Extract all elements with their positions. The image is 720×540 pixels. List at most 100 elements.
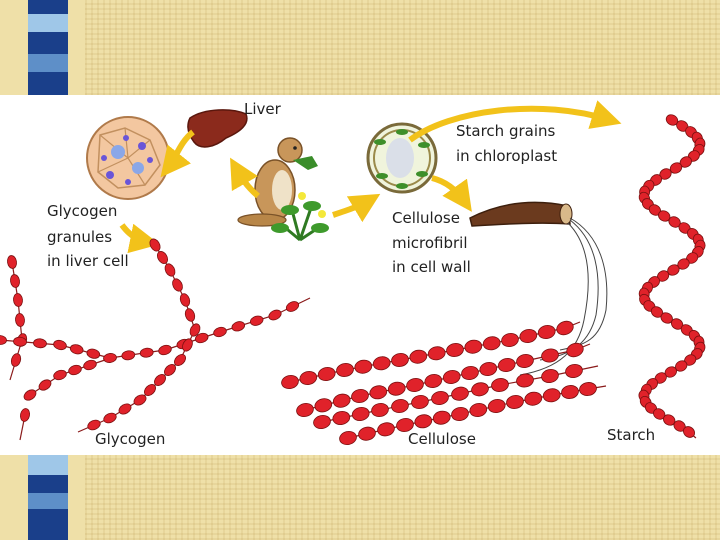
glucose-bead bbox=[409, 349, 428, 364]
glucose-bead bbox=[519, 328, 538, 344]
label-cellulose: Cellulose bbox=[408, 430, 476, 448]
glucose-bead bbox=[103, 412, 117, 424]
glucose-bead bbox=[53, 339, 67, 351]
glucose-bead bbox=[20, 408, 30, 422]
glucose-chains bbox=[0, 114, 706, 446]
label-glycogen: Glycogen bbox=[95, 430, 165, 448]
glucose-bead bbox=[469, 402, 488, 418]
flow-arrows bbox=[119, 100, 622, 254]
glucose-bead bbox=[313, 415, 331, 429]
glucose-bead bbox=[182, 338, 193, 352]
cellulose-chain bbox=[296, 342, 591, 418]
glucose-bead bbox=[299, 370, 318, 386]
glucose-bead bbox=[13, 336, 27, 347]
glucose-bead bbox=[579, 382, 597, 396]
polysaccharide-diagram: Liver Starch grains in chloroplast Glyco… bbox=[0, 95, 720, 455]
glucose-bead bbox=[53, 369, 67, 381]
glucose-bead bbox=[387, 381, 406, 396]
label-glycogen-granules-1: Glycogen bbox=[47, 202, 117, 220]
prairie-dog-icon bbox=[237, 137, 318, 227]
glycogen-branch bbox=[23, 359, 106, 401]
textured-footer-band bbox=[85, 455, 720, 540]
glucose-bead bbox=[156, 251, 169, 264]
label-glycogen-granules-2: granules bbox=[47, 228, 112, 246]
glucose-bead bbox=[184, 308, 196, 322]
cellulose-chain bbox=[281, 320, 581, 390]
glucose-bead bbox=[396, 418, 414, 432]
glucose-bead bbox=[427, 346, 446, 361]
glucose-bead bbox=[164, 263, 176, 277]
glucose-bead bbox=[179, 293, 191, 307]
glucose-bead bbox=[482, 336, 501, 351]
textured-header-band bbox=[85, 0, 720, 95]
glucose-bead bbox=[431, 390, 449, 406]
glucose-bead bbox=[10, 353, 22, 367]
glucose-bead bbox=[281, 374, 299, 390]
glucose-bead bbox=[336, 363, 354, 377]
label-starch: Starch bbox=[607, 426, 655, 444]
glucose-bead bbox=[391, 353, 409, 367]
glucose-bead bbox=[194, 332, 209, 344]
glucose-bead bbox=[506, 395, 524, 409]
glucose-bead bbox=[479, 361, 498, 377]
label-cellulose-microfibril-3: in cell wall bbox=[392, 258, 471, 276]
glucose-bead bbox=[351, 407, 370, 421]
glucose-bead bbox=[154, 374, 166, 386]
glucose-bead bbox=[339, 430, 357, 446]
glucose-bead bbox=[164, 364, 176, 376]
glucose-bead bbox=[332, 411, 351, 425]
glucose-bead bbox=[33, 338, 47, 349]
glucose-bead bbox=[172, 278, 183, 292]
glucose-bead bbox=[38, 379, 52, 391]
glycogen-branch bbox=[0, 297, 311, 363]
microfibril-icon bbox=[469, 201, 608, 376]
liver-cell-icon bbox=[86, 116, 170, 200]
glycogen-branch bbox=[77, 238, 201, 433]
glucose-bead bbox=[144, 384, 156, 396]
glucose-bead bbox=[377, 422, 395, 437]
glucose-bead bbox=[487, 398, 506, 414]
glucose-bead bbox=[556, 320, 574, 336]
glucose-bead bbox=[174, 354, 186, 366]
glucose-bead bbox=[369, 385, 388, 400]
glycogen-branch bbox=[19, 408, 30, 441]
glucose-bead bbox=[296, 402, 314, 418]
glucose-bead bbox=[542, 388, 561, 403]
cellulose-chain bbox=[313, 364, 599, 429]
glucose-bead bbox=[10, 274, 20, 288]
glucose-bead bbox=[358, 426, 376, 441]
glucose-bead bbox=[139, 347, 154, 358]
glucose-bead bbox=[446, 343, 464, 357]
glucose-bead bbox=[15, 313, 25, 327]
glucose-bead bbox=[442, 369, 461, 385]
glucose-bead bbox=[103, 353, 117, 363]
glucose-bead bbox=[86, 348, 101, 359]
glucose-bead bbox=[541, 369, 559, 383]
glucose-bead bbox=[68, 364, 82, 376]
glucose-bead bbox=[411, 395, 429, 409]
glucose-bead bbox=[414, 414, 433, 429]
glucose-bead bbox=[149, 238, 161, 252]
glucose-bead bbox=[524, 391, 543, 406]
glucose-bead bbox=[133, 394, 147, 406]
label-starch-grains-2: in chloroplast bbox=[456, 147, 557, 165]
glucose-bead bbox=[158, 344, 172, 356]
label-starch-grains-1: Starch grains bbox=[456, 122, 556, 140]
glucose-bead bbox=[83, 359, 97, 371]
glucose-bead bbox=[537, 324, 556, 340]
glucose-bead bbox=[13, 293, 23, 307]
glucose-bead bbox=[451, 406, 469, 422]
glucose-bead bbox=[516, 373, 534, 388]
label-cellulose-microfibril-2: microfibril bbox=[392, 234, 468, 252]
glucose-bead bbox=[118, 403, 132, 415]
glucose-bead bbox=[231, 321, 246, 332]
glucose-bead bbox=[354, 359, 373, 374]
starch-coil bbox=[638, 114, 706, 439]
glucose-bead bbox=[69, 344, 84, 355]
glucose-bead bbox=[566, 342, 584, 358]
glucose-bead bbox=[249, 315, 264, 326]
glucose-bead bbox=[471, 382, 489, 397]
glucose-bead bbox=[189, 323, 201, 337]
glucose-bead bbox=[0, 335, 7, 345]
